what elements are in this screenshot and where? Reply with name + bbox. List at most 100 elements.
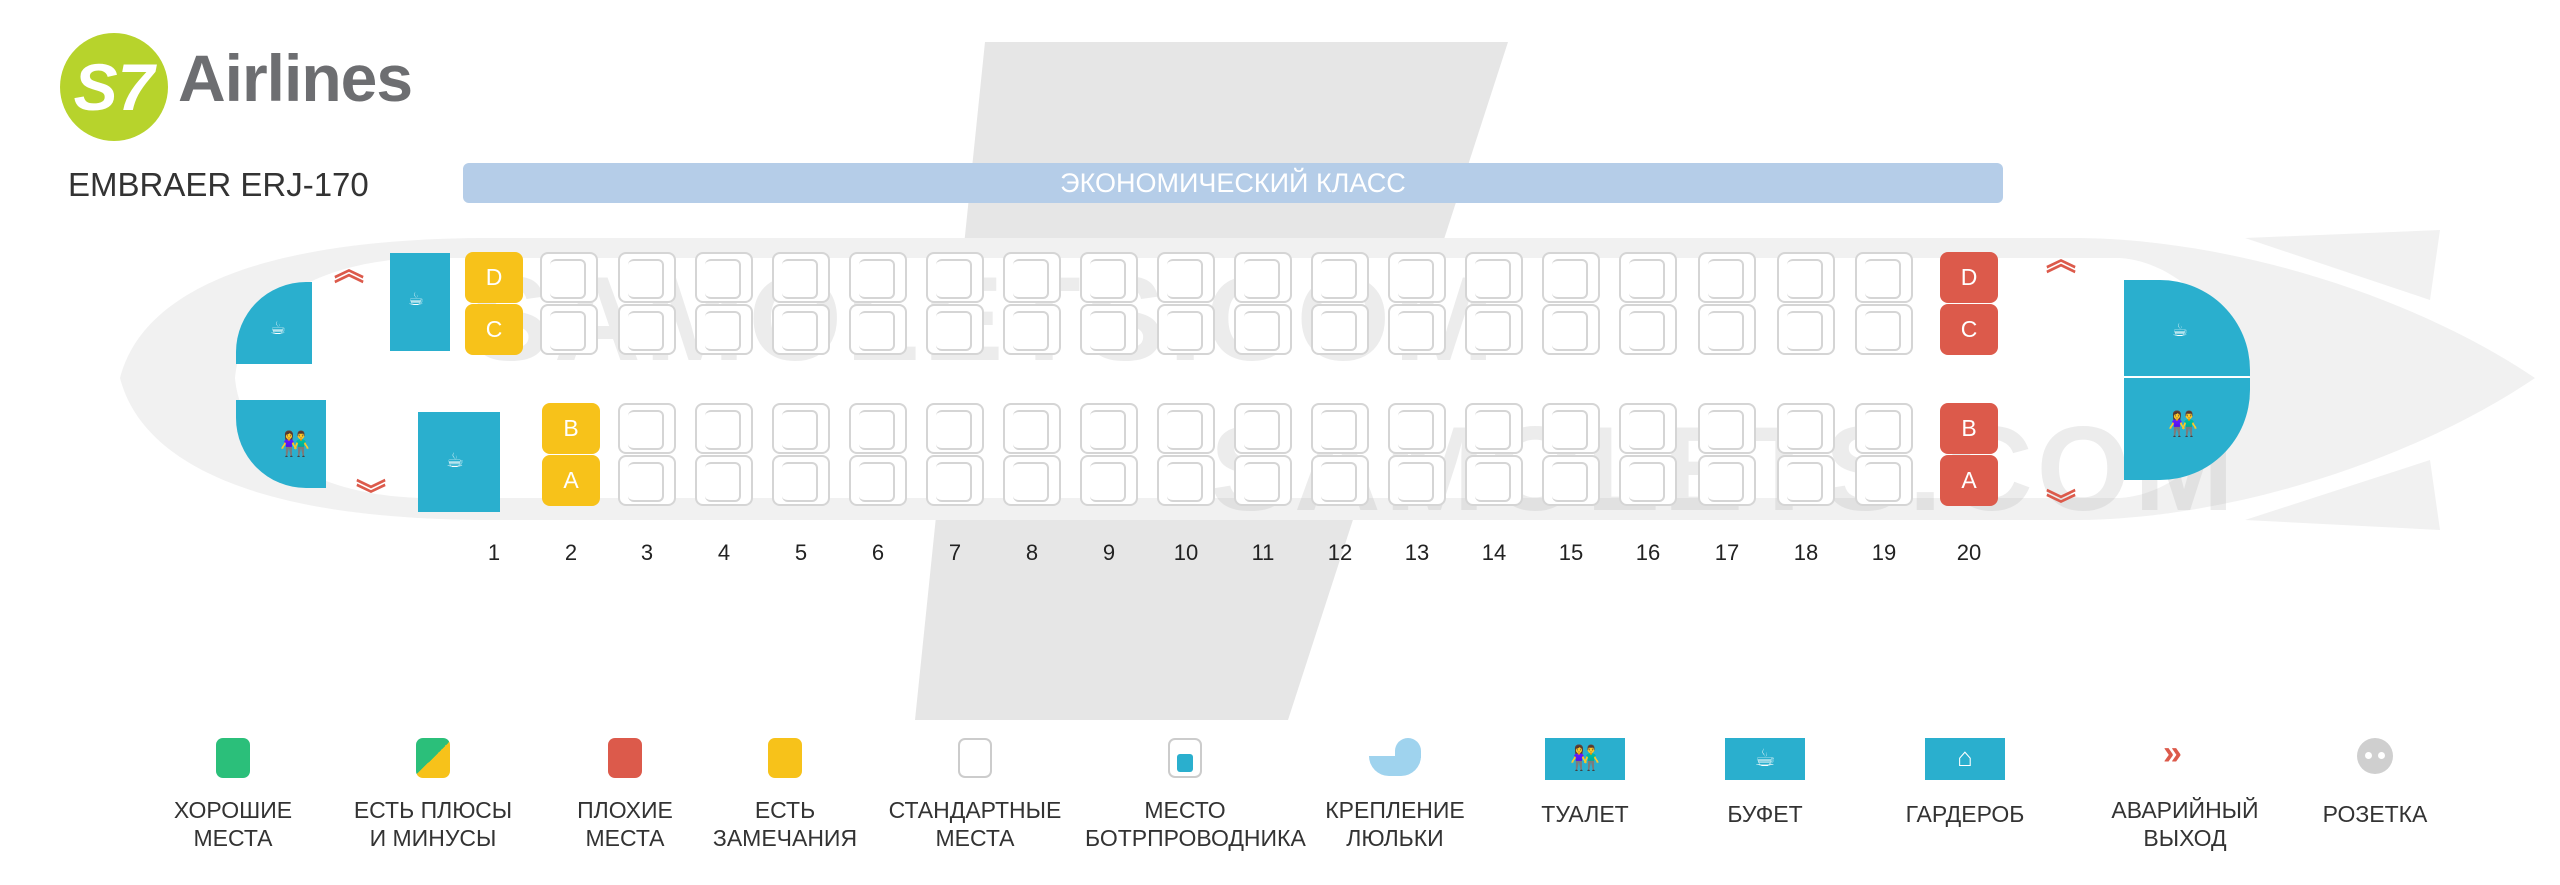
- seat-8C[interactable]: [1003, 304, 1061, 355]
- row-number: 2: [564, 540, 578, 565]
- legend-label-line: ЕСТЬ ПЛЮСЫ: [353, 797, 513, 823]
- seat-5D[interactable]: [772, 252, 830, 303]
- seat-11D[interactable]: [1234, 252, 1292, 303]
- seat-8B[interactable]: [1003, 403, 1061, 454]
- seat-5C[interactable]: [772, 304, 830, 355]
- seat-2C[interactable]: [540, 304, 598, 355]
- seat-12C[interactable]: [1311, 304, 1369, 355]
- seat-18A[interactable]: [1777, 455, 1835, 506]
- seat-10B[interactable]: [1157, 403, 1215, 454]
- seat-8A[interactable]: [1003, 455, 1061, 506]
- seat-17B[interactable]: [1698, 403, 1756, 454]
- legend-label-line: ТУАЛЕТ: [1541, 801, 1629, 827]
- seat-20B[interactable]: B: [1940, 403, 1998, 454]
- seat-3B[interactable]: [618, 403, 676, 454]
- seat-1D[interactable]: D: [465, 252, 523, 303]
- seat-6B[interactable]: [849, 403, 907, 454]
- seat-16A[interactable]: [1619, 455, 1677, 506]
- seat-14D[interactable]: [1465, 252, 1523, 303]
- seat-5A[interactable]: [772, 455, 830, 506]
- seat-15C[interactable]: [1542, 304, 1600, 355]
- seat-4D[interactable]: [695, 252, 753, 303]
- seat-4B[interactable]: [695, 403, 753, 454]
- seat-13A[interactable]: [1388, 455, 1446, 506]
- seat-13D[interactable]: [1388, 252, 1446, 303]
- seat-10D[interactable]: [1157, 252, 1215, 303]
- seat-14B[interactable]: [1465, 403, 1523, 454]
- seat-14A[interactable]: [1465, 455, 1523, 506]
- seat-1C[interactable]: C: [465, 304, 523, 355]
- seat-7A[interactable]: [926, 455, 984, 506]
- seat-6D[interactable]: [849, 252, 907, 303]
- seat-8D[interactable]: [1003, 252, 1061, 303]
- seat-19A[interactable]: [1855, 455, 1913, 506]
- seat-16D[interactable]: [1619, 252, 1677, 303]
- seat-7B[interactable]: [926, 403, 984, 454]
- legend-label-line: МЕСТА: [585, 825, 665, 851]
- emergency-exit-icon: ︾: [2046, 488, 2076, 523]
- seat-4C[interactable]: [695, 304, 753, 355]
- seat-17A[interactable]: [1698, 455, 1756, 506]
- seat-18B[interactable]: [1777, 403, 1835, 454]
- legend-label-line: И МИНУСЫ: [369, 825, 497, 851]
- seat-18D[interactable]: [1777, 252, 1835, 303]
- seat-7C[interactable]: [926, 304, 984, 355]
- emergency-exit-icon: ︽: [334, 253, 364, 288]
- seat-5B[interactable]: [772, 403, 830, 454]
- seat-4A[interactable]: [695, 455, 753, 506]
- seat-17D[interactable]: [1698, 252, 1756, 303]
- tail-fin-shape: [2245, 460, 2440, 530]
- seat-9B[interactable]: [1080, 403, 1138, 454]
- seat-6A[interactable]: [849, 455, 907, 506]
- row-number: 1: [487, 540, 501, 565]
- legend-label-line: КРЕПЛЕНИЕ: [1325, 797, 1465, 823]
- seat-12D[interactable]: [1311, 252, 1369, 303]
- seat-2B[interactable]: B: [542, 403, 600, 454]
- seat-3C[interactable]: [618, 304, 676, 355]
- seat-12B[interactable]: [1311, 403, 1369, 454]
- seat-2A[interactable]: A: [542, 455, 600, 506]
- seat-10A[interactable]: [1157, 455, 1215, 506]
- seat-15B[interactable]: [1542, 403, 1600, 454]
- row-number: 8: [1025, 540, 1039, 565]
- seat-20D[interactable]: D: [1940, 252, 1998, 303]
- seat-20C[interactable]: C: [1940, 304, 1998, 355]
- legend-label: БУФЕТ: [1665, 800, 1865, 828]
- seat-18C[interactable]: [1777, 304, 1835, 355]
- seat-17C[interactable]: [1698, 304, 1756, 355]
- seat-19B[interactable]: [1855, 403, 1913, 454]
- seat-15D[interactable]: [1542, 252, 1600, 303]
- seat-13C[interactable]: [1388, 304, 1446, 355]
- seat-6C[interactable]: [849, 304, 907, 355]
- bassinet-icon: [1369, 738, 1421, 776]
- seat-20A[interactable]: A: [1940, 455, 1998, 506]
- seat-12A[interactable]: [1311, 455, 1369, 506]
- legend-label-line: ХОРОШИЕ: [173, 797, 293, 823]
- seat-19D[interactable]: [1855, 252, 1913, 303]
- row-number: 5: [794, 540, 808, 565]
- seat-19C[interactable]: [1855, 304, 1913, 355]
- legend-label-line: БУФЕТ: [1727, 801, 1803, 827]
- seat-11C[interactable]: [1234, 304, 1292, 355]
- aircraft-model: EMBRAER ERJ-170: [68, 166, 369, 203]
- seat-3D[interactable]: [618, 252, 676, 303]
- seat-11B[interactable]: [1234, 403, 1292, 454]
- seat-16C[interactable]: [1619, 304, 1677, 355]
- seat-7D[interactable]: [926, 252, 984, 303]
- seat-9A[interactable]: [1080, 455, 1138, 506]
- seat-15A[interactable]: [1542, 455, 1600, 506]
- seat-3A[interactable]: [618, 455, 676, 506]
- toilet-icon: 👫: [280, 431, 310, 458]
- seat-16B[interactable]: [1619, 403, 1677, 454]
- seat-2D[interactable]: [540, 252, 598, 303]
- seat-9D[interactable]: [1080, 252, 1138, 303]
- mixed-seat-icon: [416, 738, 450, 778]
- seat-9C[interactable]: [1080, 304, 1138, 355]
- seat-13B[interactable]: [1388, 403, 1446, 454]
- seat-14C[interactable]: [1465, 304, 1523, 355]
- seat-11A[interactable]: [1234, 455, 1292, 506]
- seat-10C[interactable]: [1157, 304, 1215, 355]
